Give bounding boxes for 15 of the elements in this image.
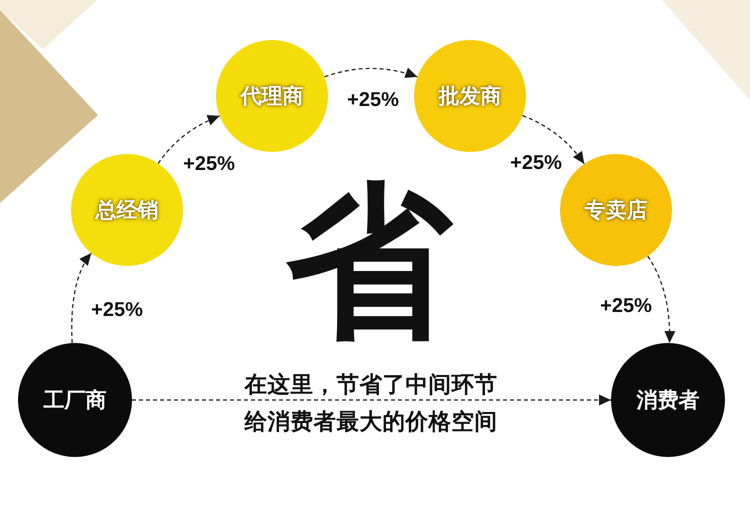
arrow [71,252,92,344]
node-label: 批发商 [438,84,502,108]
node-label: 代理商 [240,84,304,108]
node-label: 总经销 [96,198,158,222]
arrow [158,115,220,164]
arrow [647,256,676,344]
slogan-text: 给消费者最大的价格空间 [244,410,498,434]
arrow [522,115,585,164]
large-character: 省 [286,180,452,346]
node-label: 专卖店 [584,198,648,222]
slogan-text: 在这里，节省了中间环节 [244,374,498,396]
node-label: 消费者 [636,388,700,412]
node-label: 工厂商 [44,388,106,412]
arrow [324,68,418,78]
arrow [132,394,611,406]
